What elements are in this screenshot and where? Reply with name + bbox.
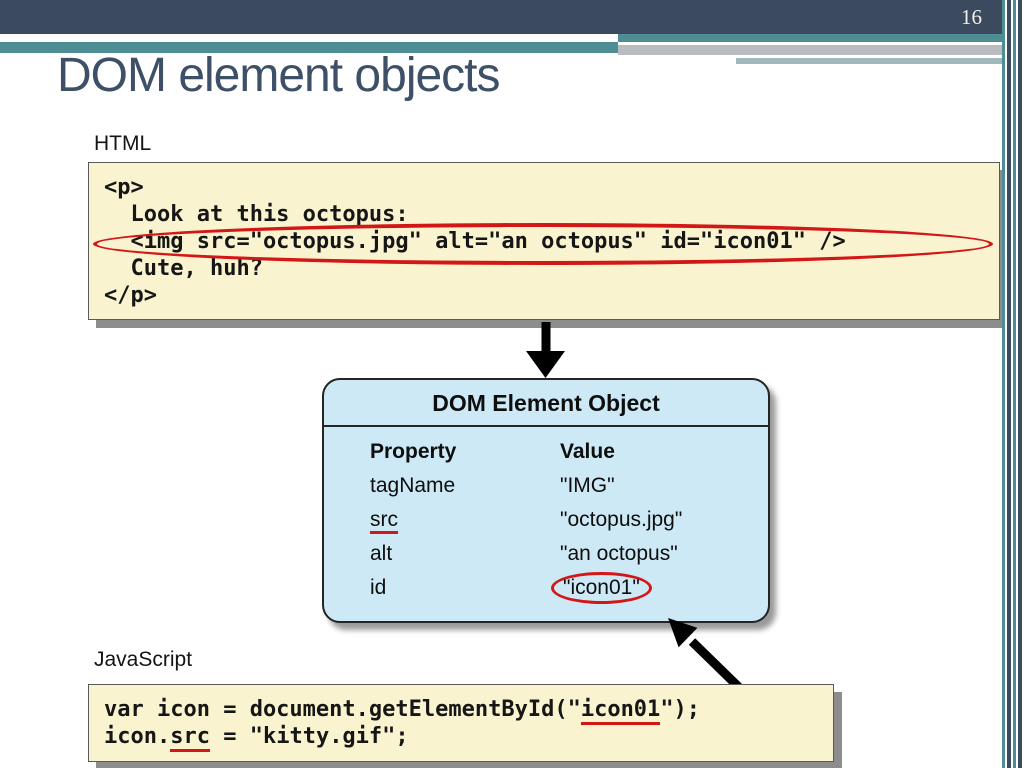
html-code-line-2: Look at this octopus: [104,202,409,227]
dom-box-title: DOM Element Object [324,380,768,427]
html-code-line-5: </p> [104,283,157,308]
row-alt-property: alt [370,542,393,565]
js-code-line-1: var icon = document.getElementById("icon… [104,696,818,725]
html-section-label: HTML [94,132,152,155]
icon01-value: "icon01" [563,576,640,599]
column-header-value: Value [560,440,615,463]
column-header-property: Property [370,440,457,463]
html-code-box: <p> Look at this octopus: <img src="octo… [88,162,1000,320]
js-code-line-2: icon.src = "kitty.gif"; [104,723,818,752]
icon01-underline-annotation: icon01 [580,697,661,725]
icon01-highlight-ellipse: "icon01" [551,572,652,604]
right-edge-stripes [1002,0,1024,768]
row-id-property: id [370,576,387,599]
row-src-property: src [370,503,560,537]
js-line1-post: "); [660,697,701,722]
accent-stripe-left-teal [0,42,618,53]
javascript-section-label: JavaScript [94,648,193,671]
row-tagname-property: tagName [370,474,456,497]
accent-stripe-right-gray [618,45,1006,55]
row-tagname-value: "IMG" [560,474,615,497]
accent-stripe-right-teal-2 [736,58,1006,64]
page-title: DOM element objects [57,49,501,102]
html-code-line-3: <img src="octopus.jpg" alt="an octopus" … [104,229,846,254]
js-line2-pre: icon. [104,724,171,749]
down-arrow [526,322,565,378]
html-code-line-1: <p> [104,175,144,200]
row-id-value: "icon01" [551,571,758,605]
src-underline-annotation-js: src [170,724,210,752]
header-bar [0,0,1024,34]
src-underline-annotation: src [370,508,398,534]
js-line2-post: = "kitty.gif"; [209,724,409,749]
row-alt-value: "an octopus" [560,542,678,565]
slide-number: 16 [961,5,982,29]
js-line1-pre: var icon = document.getElementById(" [104,697,581,722]
accent-stripe-right-teal [618,34,1006,42]
javascript-code-box: var icon = document.getElementById("icon… [88,684,834,762]
html-code-line-4: Cute, huh? [104,256,263,281]
dom-properties-table: Property Value tagName "IMG" src "octopu… [324,427,768,605]
dom-element-object-box: DOM Element Object Property Value tagNam… [322,378,770,623]
row-src-value: "octopus.jpg" [560,508,683,531]
